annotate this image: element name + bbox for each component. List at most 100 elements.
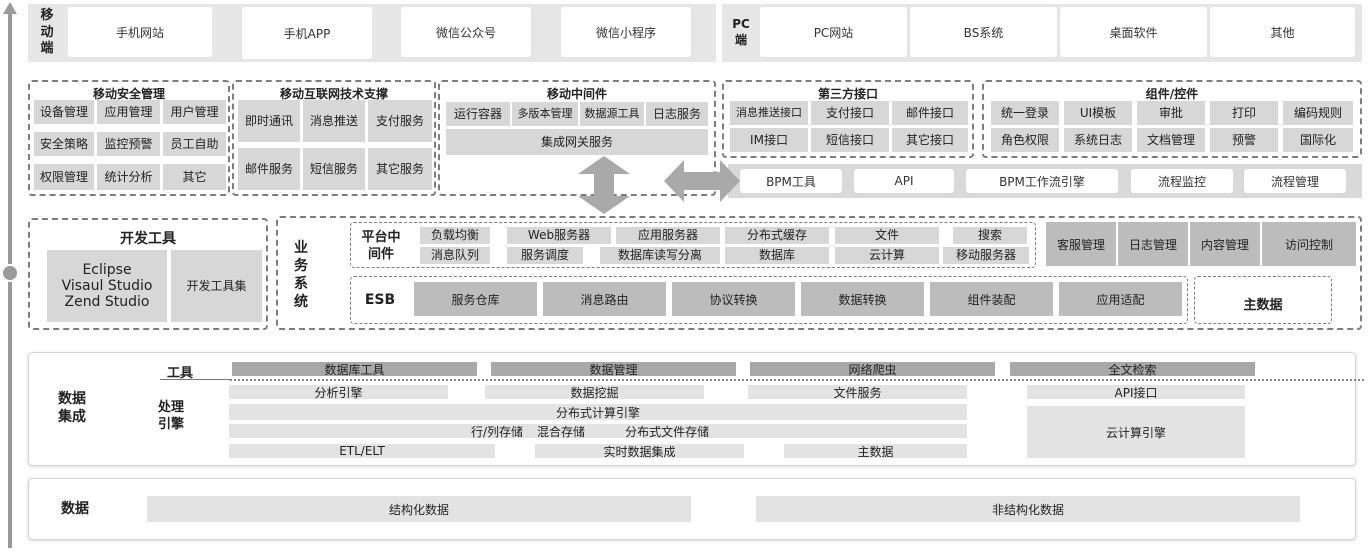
mobile-tech-group xyxy=(232,80,436,196)
engine-row1-3: API接口 xyxy=(1027,385,1245,400)
structured-data: 结构化数据 xyxy=(147,496,691,522)
pm-r2-0: 消息队列 xyxy=(420,247,490,264)
storage-1: 混合存储 xyxy=(537,424,586,439)
dev-toolset: 开发工具集 xyxy=(171,250,262,322)
mobile-tech-title: 移动互联网技术支撑 xyxy=(279,87,388,101)
pm-r2-1: 服务调度 xyxy=(507,247,583,264)
axis-node-icon xyxy=(1,264,19,282)
storage-2: 分布式文件存储 xyxy=(625,424,710,439)
comp-cell-9: 国际化 xyxy=(1283,128,1353,152)
pm-r1-1: Web服务器 xyxy=(507,227,611,244)
esb-group xyxy=(350,276,1188,324)
esb-cell-2: 协议转换 xyxy=(672,282,795,316)
tool-2: 网络爬虫 xyxy=(750,362,995,377)
tools-underline xyxy=(160,379,230,380)
tp-cell-4: 短信接口 xyxy=(811,128,889,152)
platform-middleware-label: 平台中间件 xyxy=(361,230,401,262)
ide-line-visual-studio: Visaul Studio xyxy=(61,277,153,294)
mgmt-cell-3: 访问控制 xyxy=(1262,222,1356,266)
sec-cell-3: 安全策略 xyxy=(34,132,94,156)
unstructured-data: 非结构化数据 xyxy=(756,496,1300,522)
cloud-engine: 云计算引擎 xyxy=(1027,406,1245,458)
mgmt-cell-1: 日志管理 xyxy=(1118,222,1188,266)
bpm-item-3: 流程监控 xyxy=(1131,169,1233,193)
sec-cell-2: 用户管理 xyxy=(163,100,226,124)
comp-cell-8: 预警 xyxy=(1210,128,1278,152)
bpm-item-4: 流程管理 xyxy=(1244,169,1346,193)
sec-cell-5: 员工自助 xyxy=(163,132,226,156)
pc-item-3: 其他 xyxy=(1210,7,1355,57)
comp-cell-6: 系统日志 xyxy=(1064,128,1132,152)
comp-cell-1: UI模板 xyxy=(1064,101,1132,125)
components-group xyxy=(982,80,1362,158)
mobile-middleware-title: 移动中间件 xyxy=(546,87,607,101)
ide-line-zend-studio: Zend Studio xyxy=(64,294,150,311)
tool-1: 数据管理 xyxy=(491,362,736,377)
master-data-group xyxy=(1194,276,1332,324)
esb-label: ESB xyxy=(364,292,396,308)
mgmt-cell-2: 内容管理 xyxy=(1190,222,1260,266)
engine-row1-2: 文件服务 xyxy=(748,385,967,400)
pc-item-0: PC网站 xyxy=(760,7,907,57)
platform-middleware-group xyxy=(350,222,1036,268)
ide-line-eclipse: Eclipse xyxy=(82,261,132,278)
mgmt-cell-0: 客服管理 xyxy=(1046,222,1116,266)
pm-r2-3: 数据库 xyxy=(725,247,829,264)
mobile-security-group xyxy=(28,80,230,196)
mw-cell-0: 运行容器 xyxy=(446,102,510,126)
tools-label: 工具 xyxy=(166,366,193,381)
data-integration-label: 数据集成 xyxy=(58,390,86,425)
storage-bar: 行/列存储 混合存储 分布式文件存储 xyxy=(229,424,967,439)
distributed-compute: 分布式计算引擎 xyxy=(229,404,967,420)
mobile-item-3: 微信小程序 xyxy=(561,7,691,57)
comp-cell-4: 编码规则 xyxy=(1283,101,1353,125)
sec-cell-4: 监控预警 xyxy=(97,132,160,156)
mw-cell-1: 多版本管理 xyxy=(512,102,578,126)
esb-cell-3: 数据转换 xyxy=(801,282,924,316)
tool-0: 数据库工具 xyxy=(232,362,477,377)
third-party-group xyxy=(722,80,974,158)
gateway-service: 集成网关服务 xyxy=(446,129,708,155)
comp-cell-0: 统一登录 xyxy=(991,101,1059,125)
esb-cell-1: 消息路由 xyxy=(543,282,666,316)
tech-cell-1: 消息推送 xyxy=(303,100,365,142)
mobile-item-0: 手机网站 xyxy=(68,7,212,57)
business-group xyxy=(276,216,1362,330)
tp-cell-3: IM接口 xyxy=(730,128,808,152)
axis-arrow-icon xyxy=(3,2,17,14)
comp-cell-7: 文档管理 xyxy=(1137,128,1205,152)
comp-cell-3: 打印 xyxy=(1210,101,1278,125)
vertical-double-arrow-icon xyxy=(578,156,630,214)
third-party-title: 第三方接口 xyxy=(817,87,878,101)
pm-r2-2: 数据库读写分离 xyxy=(600,247,720,264)
pm-r1-4: 文件 xyxy=(835,227,939,244)
tp-cell-2: 邮件接口 xyxy=(892,101,968,125)
engine-row4-1: 实时数据集成 xyxy=(535,444,744,459)
esb-cell-0: 服务仓库 xyxy=(414,282,537,316)
comp-cell-5: 角色权限 xyxy=(991,128,1059,152)
dev-tools-group xyxy=(28,218,268,330)
tech-cell-4: 短信服务 xyxy=(303,148,365,190)
tool-3: 全文检索 xyxy=(1010,362,1255,377)
engine-row1-1: 数据挖掘 xyxy=(485,385,704,400)
pc-label: PC端 xyxy=(732,17,750,47)
sec-cell-6: 权限管理 xyxy=(34,164,94,190)
sec-cell-8: 其它 xyxy=(163,164,226,190)
sec-cell-7: 统计分析 xyxy=(97,164,160,190)
horizontal-double-arrow-icon xyxy=(664,160,740,202)
tech-cell-0: 即时通讯 xyxy=(238,100,300,142)
engine-row4-0: ETL/ELT xyxy=(229,444,495,458)
esb-cell-4: 组件装配 xyxy=(930,282,1053,316)
storage-0: 行/列存储 xyxy=(471,424,524,439)
master-data-label: 主数据 xyxy=(1243,298,1283,313)
mobile-item-2: 微信公众号 xyxy=(401,7,531,57)
comp-cell-2: 审批 xyxy=(1137,101,1205,125)
pm-r1-3: 分布式缓存 xyxy=(725,227,829,244)
bpm-item-1: API xyxy=(854,169,954,193)
pm-r1-2: 应用服务器 xyxy=(616,227,720,244)
pm-r2-5: 移动服务器 xyxy=(943,247,1029,264)
mobile-middleware-group xyxy=(438,80,716,196)
mobile-item-1: 手机APP xyxy=(242,7,372,59)
bpm-item-2: BPM工作流引擎 xyxy=(966,169,1118,193)
sec-cell-1: 应用管理 xyxy=(97,100,160,124)
